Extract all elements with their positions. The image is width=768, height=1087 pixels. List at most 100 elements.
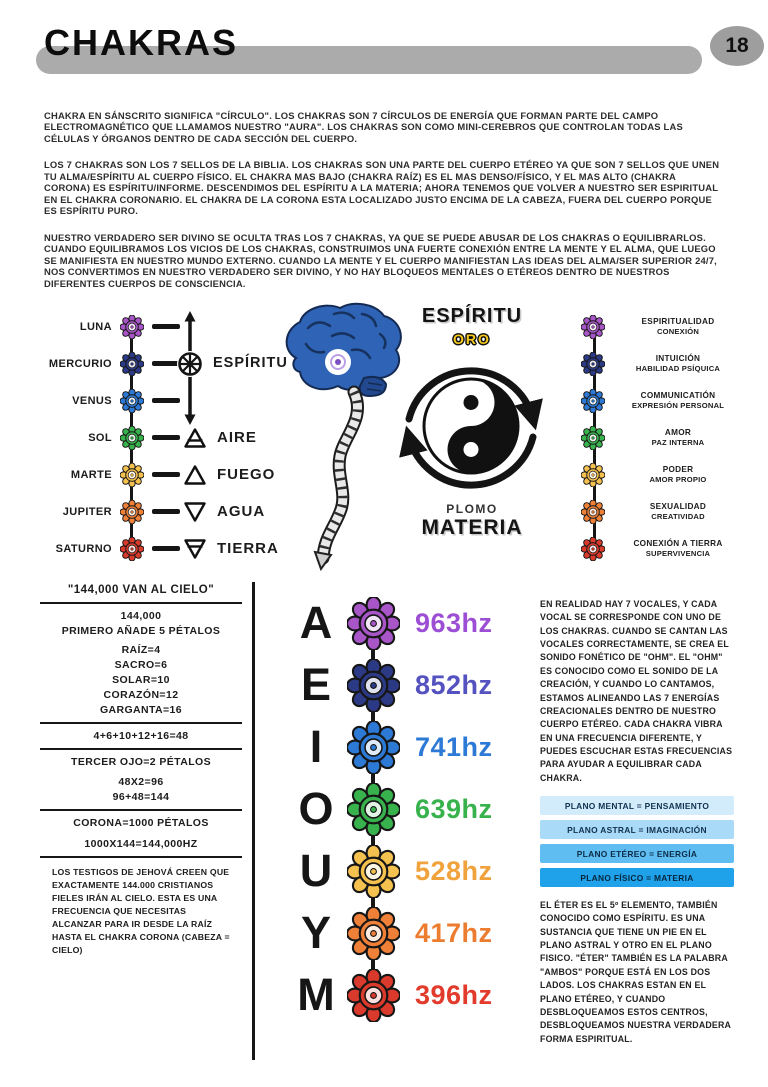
numerology-third-eye: TERCER OJO=2 PÉTALOS bbox=[71, 756, 211, 768]
quality-text: COMMUNICATIÓN EXPRESIÓN PERSONAL bbox=[605, 391, 747, 410]
ether-paragraph: EL ÉTER ES EL 5º ELEMENTO, TAMBIÉN CONOC… bbox=[540, 900, 731, 1044]
quality-title: COMMUNICATIÓN bbox=[640, 391, 716, 400]
chakra-icon bbox=[120, 351, 144, 376]
numerology-crown: CORONA=1000 PÉTALOS bbox=[73, 817, 209, 829]
vocals-paragraph: EN REALIDAD HAY 7 VOCALES, Y CADA VOCAL … bbox=[540, 599, 733, 783]
quality-text: INTUICIÓN HABILIDAD PSÍQUICA bbox=[605, 354, 747, 373]
quality-title: PODER bbox=[662, 465, 694, 474]
connector-dash bbox=[152, 398, 180, 403]
connector-dash bbox=[152, 472, 180, 477]
chakra-icon bbox=[581, 425, 605, 450]
numerology-final: 1000X144=144,000HZ bbox=[84, 838, 198, 850]
right-text-panel: EN REALIDAD HAY 7 VOCALES, Y CADA VOCAL … bbox=[540, 598, 734, 1046]
numerology-sum: 4+6+10+12+16=48 bbox=[93, 730, 189, 742]
frequency-row: A 963hz bbox=[290, 592, 540, 654]
lead-label: PLOMO bbox=[446, 502, 498, 516]
chakra-flower-icon bbox=[347, 968, 400, 1022]
element-row: AIRE bbox=[184, 419, 279, 456]
element-symbol-icon bbox=[184, 538, 206, 560]
numerology-line: 144,000 bbox=[120, 610, 162, 622]
plane-bar: PLANO ASTRAL = IMAGINACIÓN bbox=[540, 820, 734, 840]
quality-title: SEXUALIDAD bbox=[649, 502, 707, 511]
quality-row: COMMUNICATIÓN EXPRESIÓN PERSONAL bbox=[569, 382, 747, 419]
numerology-line: GARGANTA=16 bbox=[99, 704, 183, 716]
spirit-title-label: ESPÍRITU bbox=[421, 305, 523, 327]
plane-label: PLANO ETÉREO = ENERGÍA bbox=[576, 848, 698, 859]
quality-row: CONEXIÓN A TIERRA SUPERVIVENCIA bbox=[569, 530, 747, 567]
page-title: CHAKRAS bbox=[44, 22, 238, 63]
planet-row: JUPITER bbox=[40, 493, 180, 530]
element-label: AGUA bbox=[217, 503, 266, 520]
planet-column: LUNA MERCURIO VENUS SOL MARTE JUPITER SA… bbox=[40, 308, 180, 567]
frequency-value: 639hz bbox=[415, 793, 493, 824]
vowel-letter: A bbox=[299, 597, 333, 648]
planet-label: SOL bbox=[88, 431, 112, 444]
quality-row: SEXUALIDAD CREATIVIDAD bbox=[569, 493, 747, 530]
chakra-flower-icon bbox=[347, 782, 400, 836]
planet-row: VENUS bbox=[40, 382, 180, 419]
frequency-row: E 852hz bbox=[290, 654, 540, 716]
chakra-icon bbox=[581, 314, 605, 339]
planet-label: MERCURIO bbox=[48, 357, 112, 370]
chakra-flower-icon bbox=[347, 844, 400, 898]
vowel-letter: O bbox=[298, 783, 334, 834]
quality-column: ESPIRITUALIDAD CONEXIÓN INTUICIÓN HABILI… bbox=[569, 308, 747, 567]
numerology-line: 48X2=96 bbox=[118, 776, 164, 788]
quality-subtitle: PAZ INTERNA bbox=[651, 438, 705, 447]
chakra-icon bbox=[120, 425, 144, 450]
chakra-flower-icon bbox=[347, 720, 400, 774]
numerology-footnote: LOS TESTIGOS DE JEHOVÁ CREEN QUE EXACTAM… bbox=[52, 867, 230, 956]
planet-label: VENUS bbox=[72, 394, 112, 407]
quality-row: PODER AMOR PROPIO bbox=[569, 456, 747, 493]
yin-yang-icon bbox=[396, 351, 546, 501]
spirit-wheel-icon bbox=[177, 351, 203, 377]
quality-text: AMOR PAZ INTERNA bbox=[605, 428, 747, 447]
frequency-row: I 741hz bbox=[290, 716, 540, 778]
numerology-line: SACRO=6 bbox=[114, 659, 168, 671]
chakra-icon bbox=[120, 388, 144, 413]
quality-subtitle: CREATIVIDAD bbox=[651, 512, 705, 521]
connector-dash bbox=[152, 324, 180, 329]
element-symbol-icon bbox=[184, 464, 206, 486]
chakra-flower-icon bbox=[347, 906, 400, 960]
vowel-letter: M bbox=[297, 969, 335, 1020]
chakra-diagram-section: LUNA MERCURIO VENUS SOL MARTE JUPITER SA… bbox=[0, 300, 768, 578]
element-symbol-icon bbox=[184, 427, 206, 449]
plane-label: PLANO ASTRAL = IMAGINACIÓN bbox=[567, 824, 707, 835]
chakra-icon bbox=[120, 462, 144, 487]
connector-dash bbox=[152, 361, 180, 366]
planet-row: MARTE bbox=[40, 456, 180, 493]
quality-text: PODER AMOR PROPIO bbox=[605, 465, 747, 484]
matter-title-label: MATERIA bbox=[421, 516, 523, 539]
quality-row: ESPIRITUALIDAD CONEXIÓN bbox=[569, 308, 747, 345]
alchemy-cycle-group: ESPÍRITU ORO PLOMO MATERIA bbox=[396, 305, 548, 540]
frequency-value: 417hz bbox=[415, 917, 493, 948]
plane-bar: PLANO MENTAL = PENSAMIENTO bbox=[540, 796, 734, 816]
chakra-icon bbox=[581, 351, 605, 376]
chakra-icon bbox=[581, 536, 605, 561]
divider bbox=[40, 809, 242, 811]
element-row: AGUA bbox=[184, 493, 279, 530]
intro-paragraph-2: LOS 7 CHAKRAS SON LOS 7 SELLOS DE LA BIB… bbox=[44, 159, 720, 217]
numerology-line: RAÍZ=4 bbox=[121, 644, 161, 656]
frequency-value: 528hz bbox=[415, 855, 493, 886]
chakra-flower-icon bbox=[347, 658, 400, 712]
planet-label: SATURNO bbox=[55, 542, 112, 555]
divider bbox=[40, 602, 242, 604]
title-underline-bar bbox=[36, 46, 702, 74]
chakra-icon bbox=[120, 314, 144, 339]
vertical-divider bbox=[252, 582, 255, 1060]
frequency-row: Y 417hz bbox=[290, 902, 540, 964]
connector-dash bbox=[152, 435, 180, 440]
frequency-row: U 528hz bbox=[290, 840, 540, 902]
vowel-letter: U bbox=[299, 845, 333, 896]
frequency-value: 396hz bbox=[415, 979, 493, 1010]
element-label: FUEGO bbox=[217, 466, 276, 483]
page-number-badge: 18 bbox=[710, 26, 764, 66]
plane-label: PLANO FÍSICO = MATERIA bbox=[580, 872, 694, 883]
quality-text: SEXUALIDAD CREATIVIDAD bbox=[605, 502, 747, 521]
cycle-arrow-top bbox=[405, 367, 543, 431]
